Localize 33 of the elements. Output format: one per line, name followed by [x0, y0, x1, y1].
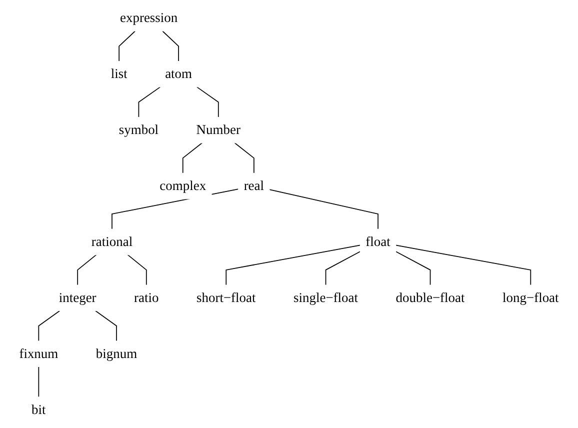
- node-text: single−float: [294, 290, 358, 306]
- connector: [325, 251, 361, 286]
- connector: [118, 30, 136, 62]
- connector: [127, 254, 147, 286]
- connector: [226, 244, 361, 286]
- node-text: bignum: [96, 346, 138, 362]
- node-text: double−float: [396, 290, 465, 306]
- node-text: list: [110, 66, 128, 82]
- connector: [196, 86, 219, 118]
- node-text: float: [366, 234, 390, 250]
- node-text: expression: [120, 10, 178, 26]
- connector: [234, 142, 254, 174]
- node-text: integer: [58, 290, 96, 306]
- node-text: short−float: [196, 290, 256, 306]
- connector: [162, 30, 179, 62]
- node-text: symbol: [118, 122, 159, 138]
- connector: [182, 142, 203, 174]
- connector: [395, 251, 431, 286]
- node-text: ratio: [134, 290, 159, 306]
- connector: [38, 310, 60, 342]
- node-text: Number: [196, 122, 240, 138]
- connector: [138, 86, 161, 118]
- connector: [38, 366, 40, 398]
- node-text: fixnum: [19, 346, 58, 362]
- connector: [94, 310, 117, 342]
- node-text: long−float: [502, 290, 559, 306]
- connector: [77, 254, 97, 286]
- node-text: real: [244, 178, 264, 194]
- node-text: rational: [91, 234, 133, 250]
- node-text: atom: [165, 66, 192, 82]
- connector: [268, 189, 378, 230]
- node-text: bit: [32, 402, 46, 418]
- connector: [395, 244, 532, 286]
